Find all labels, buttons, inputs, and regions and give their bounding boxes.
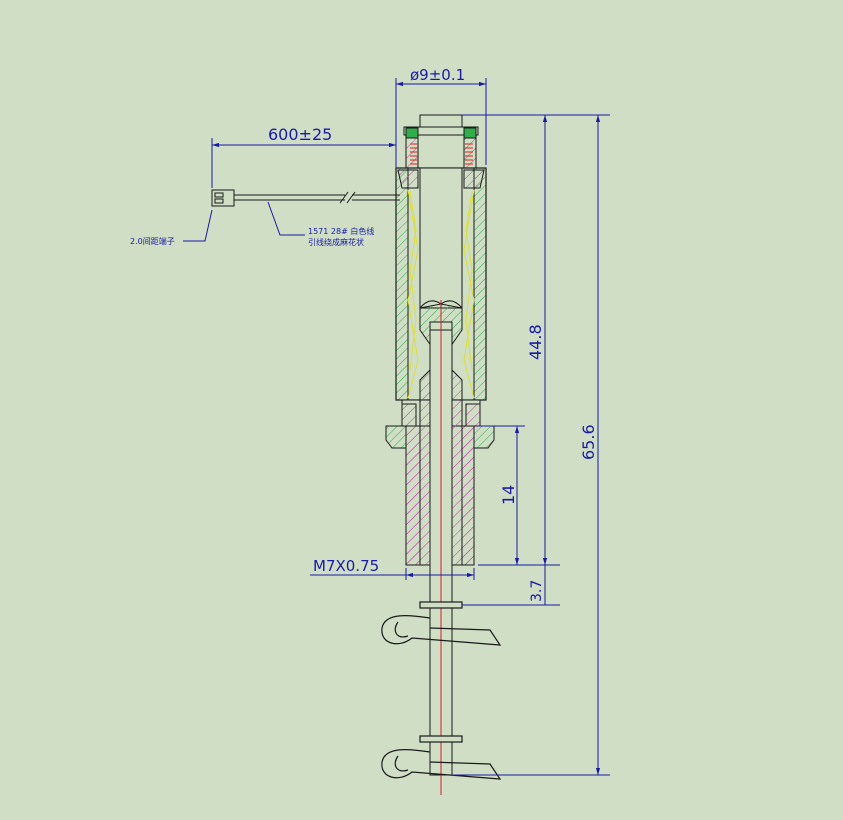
- terminal-note: 2.0间距端子: [130, 236, 175, 246]
- lead-length-dimension: 600±25: [268, 125, 332, 144]
- wire-spec-note: 1571 28# 白色线: [308, 226, 374, 236]
- tip-offset-dimension: 3.7: [529, 580, 545, 602]
- spring-clip-lower: [381, 735, 502, 780]
- thread-length-dimension: 14: [499, 485, 518, 505]
- body-length-dimension: 44.8: [526, 324, 545, 360]
- housing: [395, 167, 487, 401]
- coil: [407, 189, 475, 399]
- top-cap: [397, 114, 485, 189]
- total-length-dimension: 65.6: [579, 424, 598, 460]
- diameter-dimension: ø9±0.1: [410, 66, 465, 84]
- wire-twist-note: 引线绕成麻花状: [308, 237, 364, 247]
- spring-clip-upper: [381, 601, 502, 646]
- lead-wire: [211, 189, 400, 207]
- rod: [429, 300, 453, 795]
- dimension-lines: [183, 78, 610, 776]
- thread-spec-dimension: M7X0.75: [313, 557, 379, 575]
